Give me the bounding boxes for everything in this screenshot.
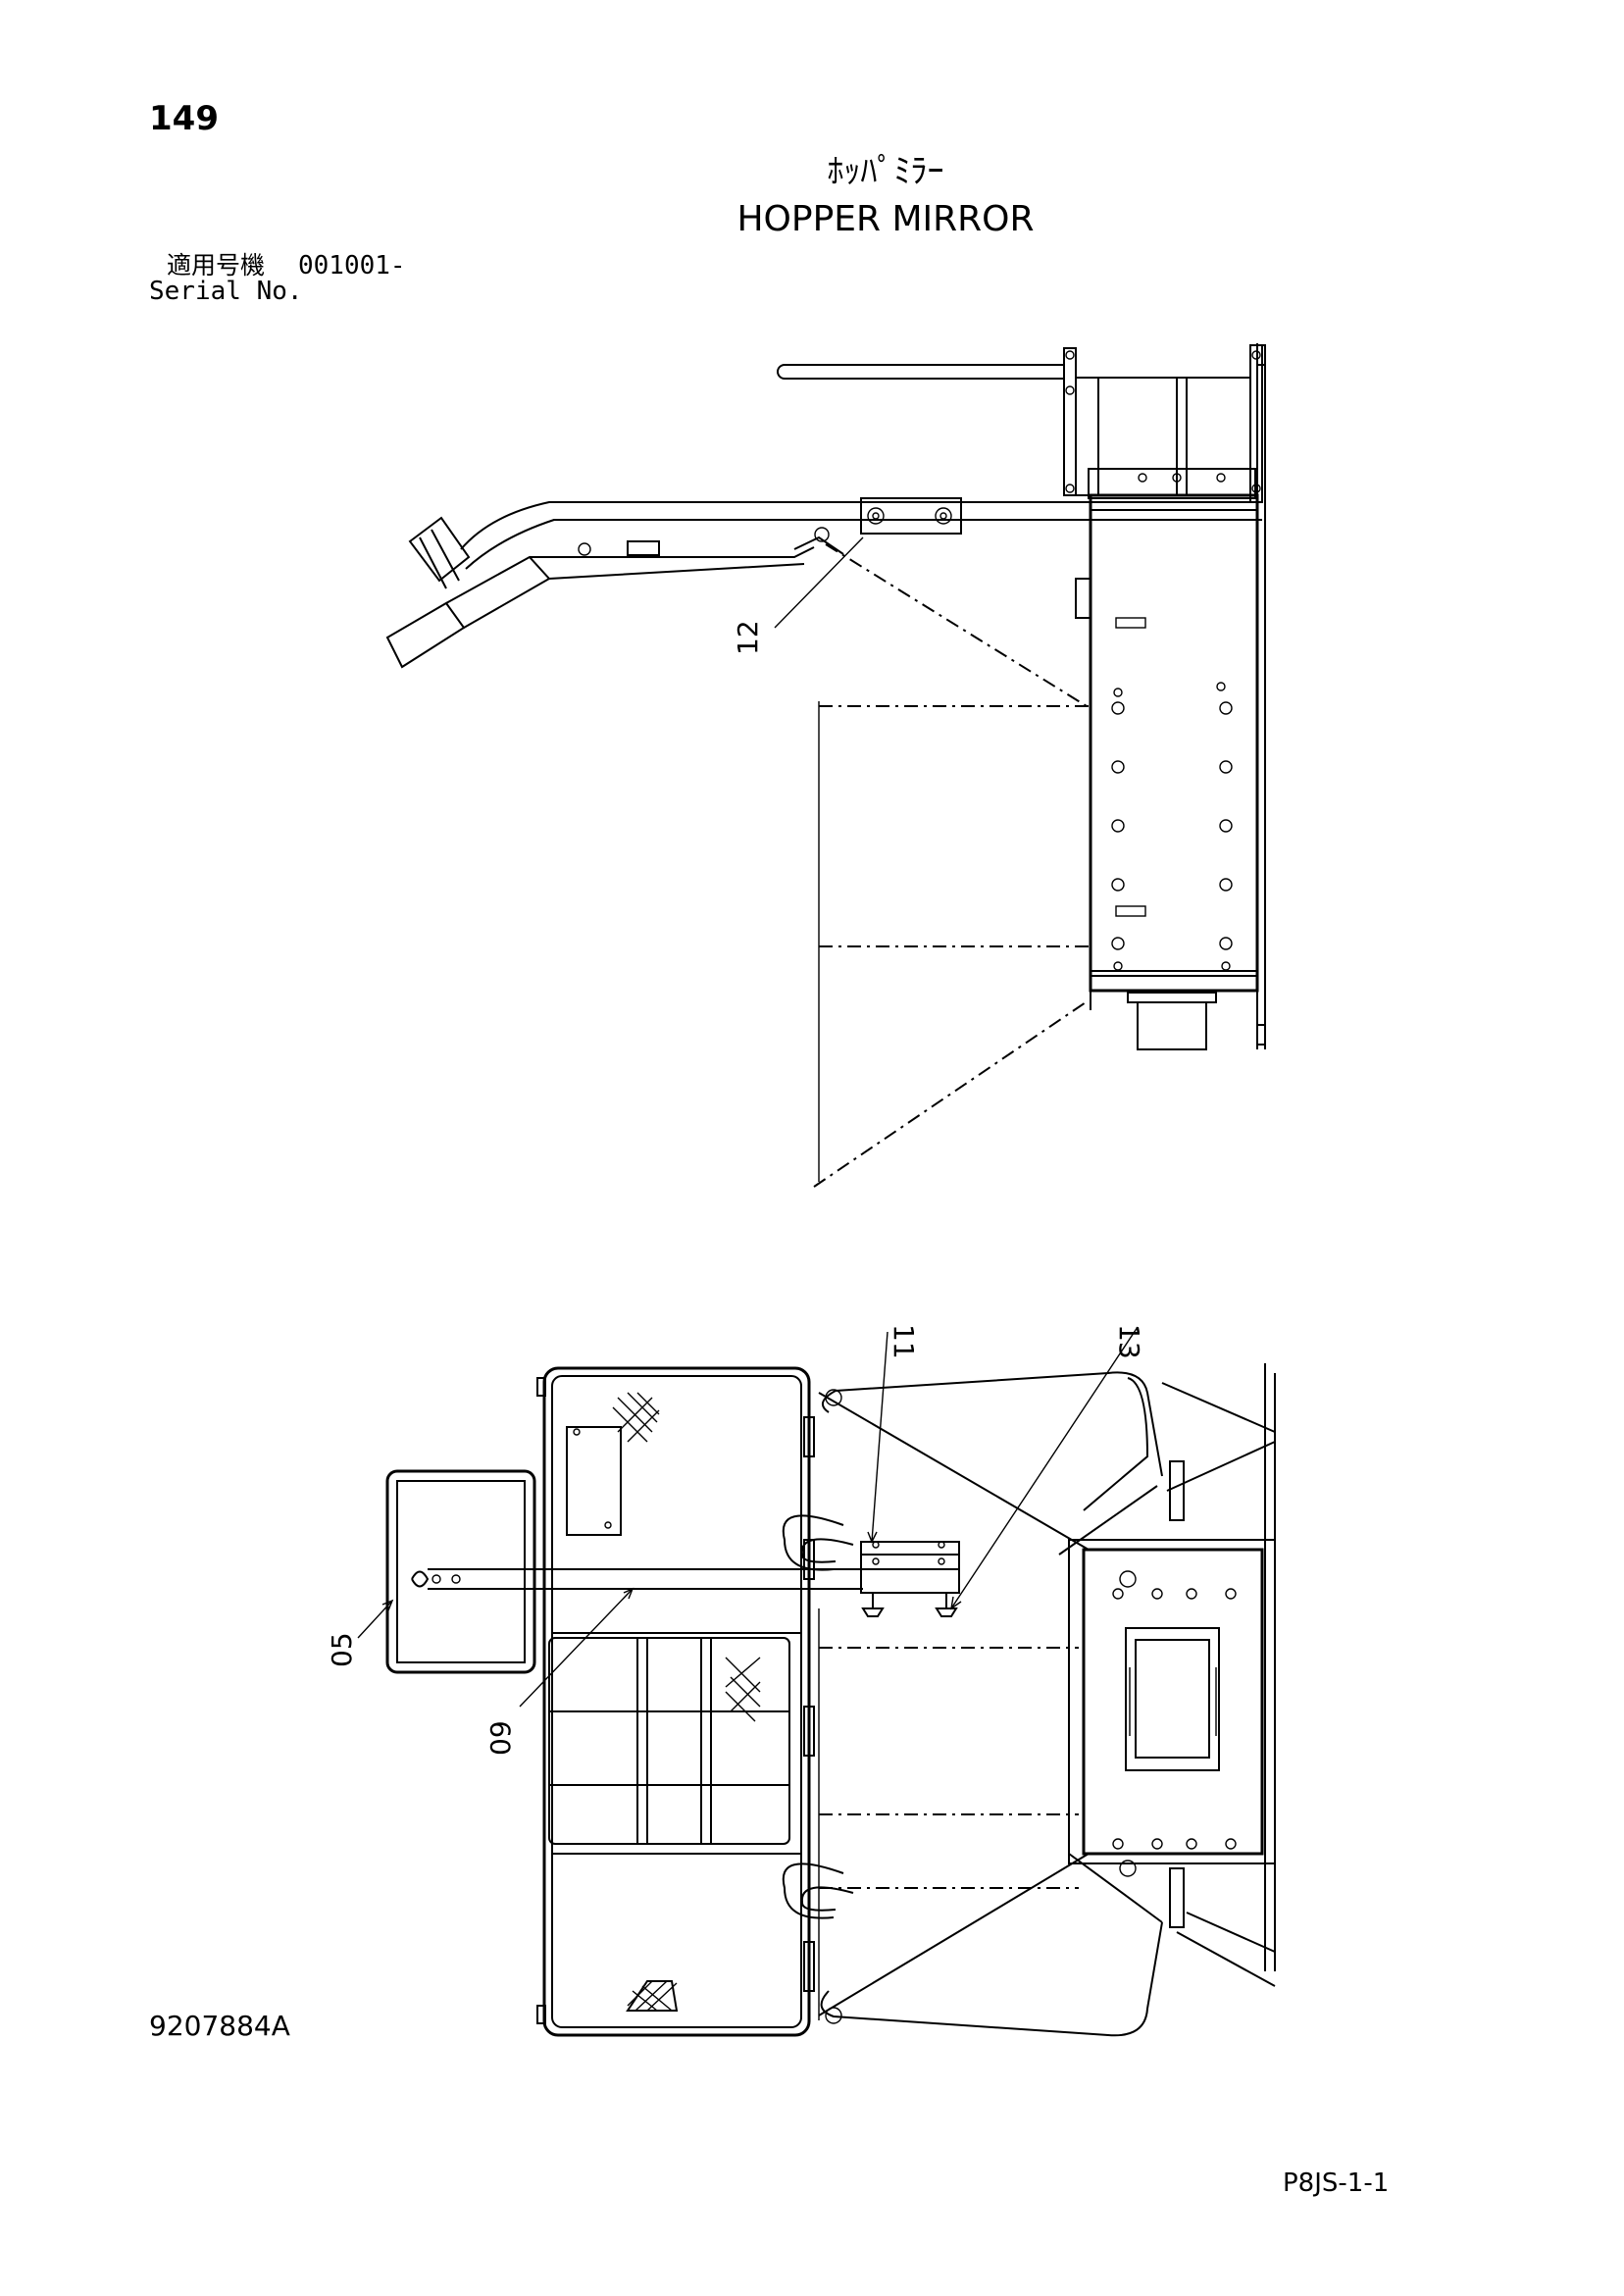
callout-label-13: 13 <box>1113 1324 1145 1359</box>
callout-label-12: 12 <box>732 620 764 655</box>
callout-13: 13 <box>950 1324 1145 1610</box>
callout-12: 12 <box>732 620 764 655</box>
callout-label-05: 05 <box>326 1632 358 1667</box>
callout-05: 05 <box>326 1599 394 1667</box>
top-view-drawing <box>385 343 1266 1188</box>
sheet-code: P8JS-1-1 <box>1283 2168 1390 2198</box>
callout-11: 11 <box>867 1324 920 1544</box>
page-number: 149 <box>149 99 219 138</box>
serial-value: 001001- <box>298 251 406 281</box>
bottom-view-drawing <box>385 1363 1276 2037</box>
title-japanese: ﾎｯﾊﾟﾐﾗｰ <box>827 152 944 191</box>
serial-label: Serial No. <box>149 277 303 306</box>
callout-label-09: 09 <box>484 1720 517 1756</box>
page-title: HOPPER MIRROR <box>736 199 1035 239</box>
callout-09: 09 <box>484 1587 634 1756</box>
serial-label-japanese: 適用号機 <box>167 251 266 280</box>
callout-label-11: 11 <box>888 1324 920 1359</box>
document-number: 9207884A <box>149 2010 290 2042</box>
